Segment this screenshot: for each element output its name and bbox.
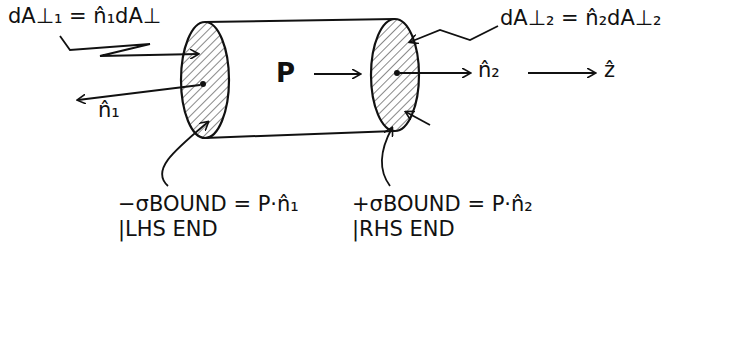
math-label: −σBOUND = P·n̂₁ |LHS END: [118, 192, 308, 242]
math-label: n̂₁: [98, 98, 120, 123]
polarization-symbol: P: [276, 58, 295, 88]
math-label: n̂₂: [478, 58, 500, 83]
math-label: dA⊥₂ = n̂₂dA⊥₂: [500, 6, 662, 31]
math-label: +σBOUND = P·n̂₂ |RHS END: [352, 192, 552, 242]
math-label: dA⊥₁ = n̂₁dA⊥: [8, 4, 161, 29]
math-label: ẑ: [604, 58, 615, 83]
vector-label-node: P: [272, 56, 299, 90]
